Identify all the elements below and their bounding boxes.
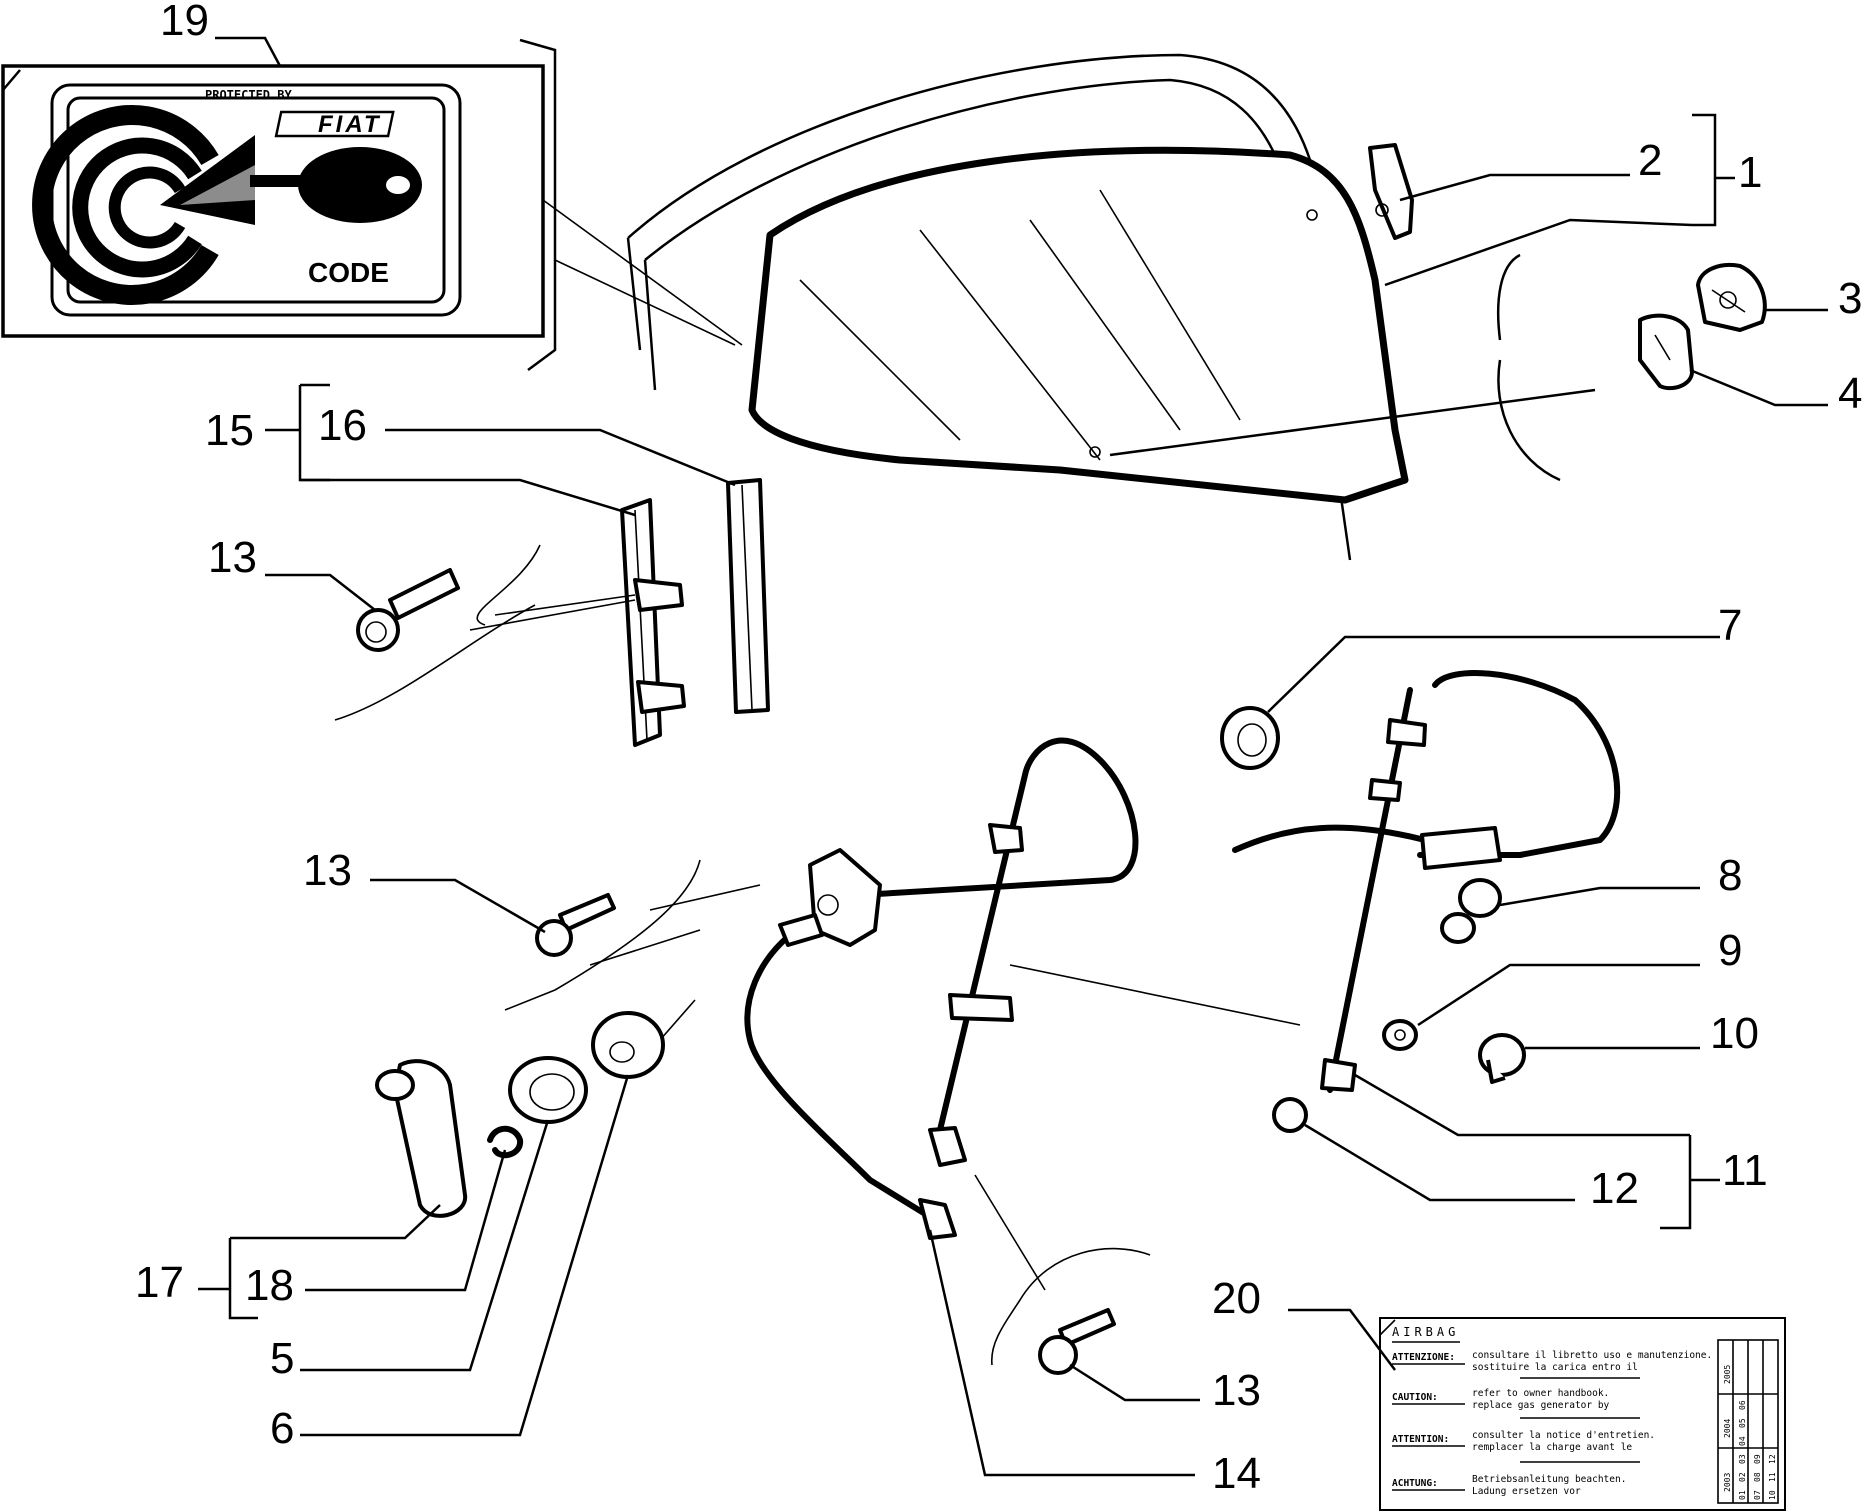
month-cell: 06 xyxy=(1738,1400,1747,1410)
airbag-row-line: consulter la notice d'entretien. xyxy=(1472,1430,1655,1441)
guide-block xyxy=(1696,263,1767,332)
callout-10: 10 xyxy=(1710,1009,1759,1058)
airbag-row-lang: ATTENTION: xyxy=(1392,1434,1449,1445)
code-text: CODE xyxy=(308,257,389,288)
month-cell: 01 xyxy=(1738,1490,1747,1500)
year-cell: 2005 xyxy=(1723,1365,1732,1384)
protected-by-text: PROTECTED BY xyxy=(205,88,292,102)
callout-11: 11 xyxy=(1722,1146,1768,1195)
month-cell: 03 xyxy=(1738,1454,1747,1464)
airbag-row-line: replace gas generator by xyxy=(1472,1400,1610,1411)
callout-3: 3 xyxy=(1838,274,1862,323)
runner-channel xyxy=(620,498,686,747)
callout-7: 7 xyxy=(1718,601,1742,650)
month-cell: 07 xyxy=(1753,1490,1762,1500)
door-glass xyxy=(748,146,1409,504)
bushing-12 xyxy=(1272,1097,1308,1133)
year-cell: 2004 xyxy=(1723,1419,1732,1438)
regulator-right xyxy=(1232,670,1621,1093)
callout-12: 12 xyxy=(1590,1164,1639,1213)
callout-17: 17 xyxy=(135,1258,184,1307)
callout-1: 1 xyxy=(1738,148,1762,197)
bolt-upper xyxy=(356,568,460,652)
callout-13-upper: 13 xyxy=(208,533,257,582)
callout-8: 8 xyxy=(1718,851,1742,900)
month-cell: 09 xyxy=(1753,1454,1762,1464)
guide-pad xyxy=(1638,313,1694,391)
airbag-warning-label: AIRBAG ATTENZIONE: consultare il librett… xyxy=(1379,1317,1786,1511)
window-crank-handle xyxy=(375,1059,468,1218)
callout-4: 4 xyxy=(1838,369,1862,418)
month-cell: 10 xyxy=(1768,1490,1777,1500)
airbag-row-line: Ladung ersetzen vor xyxy=(1472,1486,1581,1497)
callout-18: 18 xyxy=(245,1261,294,1310)
callout-2: 2 xyxy=(1638,136,1662,185)
airbag-row-line: consultare il libretto uso e manutenzion… xyxy=(1472,1350,1712,1361)
regulator-left xyxy=(744,737,1139,1240)
month-cell: 02 xyxy=(1738,1472,1747,1482)
airbag-rows: ATTENZIONE: consultare il libretto uso e… xyxy=(1392,1350,1712,1497)
airbag-row-line: Betriebsanleitung beachten. xyxy=(1472,1474,1626,1485)
hose-clamp xyxy=(1220,706,1280,770)
fastener-8 xyxy=(1440,878,1502,944)
door-frame xyxy=(626,53,1561,561)
airbag-title: AIRBAG xyxy=(1392,1325,1459,1339)
callout-9: 9 xyxy=(1718,926,1742,975)
airbag-row-line: refer to owner handbook. xyxy=(1472,1388,1609,1399)
bolt-middle xyxy=(535,893,616,957)
callout-13-middle: 13 xyxy=(303,846,352,895)
glass-clip xyxy=(1368,143,1414,240)
callout-15: 15 xyxy=(205,406,254,455)
airbag-row-lang: CAUTION: xyxy=(1392,1392,1438,1403)
grommet-10 xyxy=(1478,1033,1526,1084)
code-emblem-icon xyxy=(32,105,422,305)
nut-9 xyxy=(1382,1019,1418,1051)
month-cell: 08 xyxy=(1753,1472,1762,1482)
callout-5: 5 xyxy=(270,1334,294,1383)
month-cell: 12 xyxy=(1768,1454,1777,1464)
airbag-row-lang: ATTENZIONE: xyxy=(1392,1352,1455,1363)
runner-seal xyxy=(726,478,770,714)
airbag-row-line: remplacer la charge avant le xyxy=(1472,1442,1632,1453)
callout-6: 6 xyxy=(270,1404,294,1453)
callout-14: 14 xyxy=(1212,1449,1261,1498)
month-cell: 04 xyxy=(1738,1436,1747,1446)
code-label-inset: PROTECTED BY FIAT CODE xyxy=(1,64,545,338)
callout-20: 20 xyxy=(1212,1274,1261,1323)
callout-19: 19 xyxy=(160,0,209,45)
leader-lines xyxy=(198,36,1828,1477)
month-cell: 11 xyxy=(1768,1472,1777,1482)
airbag-row-lang: ACHTUNG: xyxy=(1392,1478,1438,1489)
bolt-lower xyxy=(1038,1308,1116,1375)
date-grid: 2003 2004 2005 01 02 03 04 05 06 07 08 0… xyxy=(1717,1339,1779,1504)
callout-16: 16 xyxy=(318,401,367,450)
callout-numbers: 1 2 3 4 5 6 7 8 9 10 11 12 13 13 13 14 1… xyxy=(135,0,1862,1498)
year-cell: 2003 xyxy=(1723,1473,1732,1492)
airbag-row-line: sostituire la carica entro il xyxy=(1472,1362,1638,1373)
callout-13-lower: 13 xyxy=(1212,1366,1261,1415)
escutcheon xyxy=(508,1056,588,1124)
spacer-ring xyxy=(591,1011,665,1079)
fiat-brand-text: FIAT xyxy=(318,111,382,138)
month-cell: 05 xyxy=(1738,1418,1747,1428)
